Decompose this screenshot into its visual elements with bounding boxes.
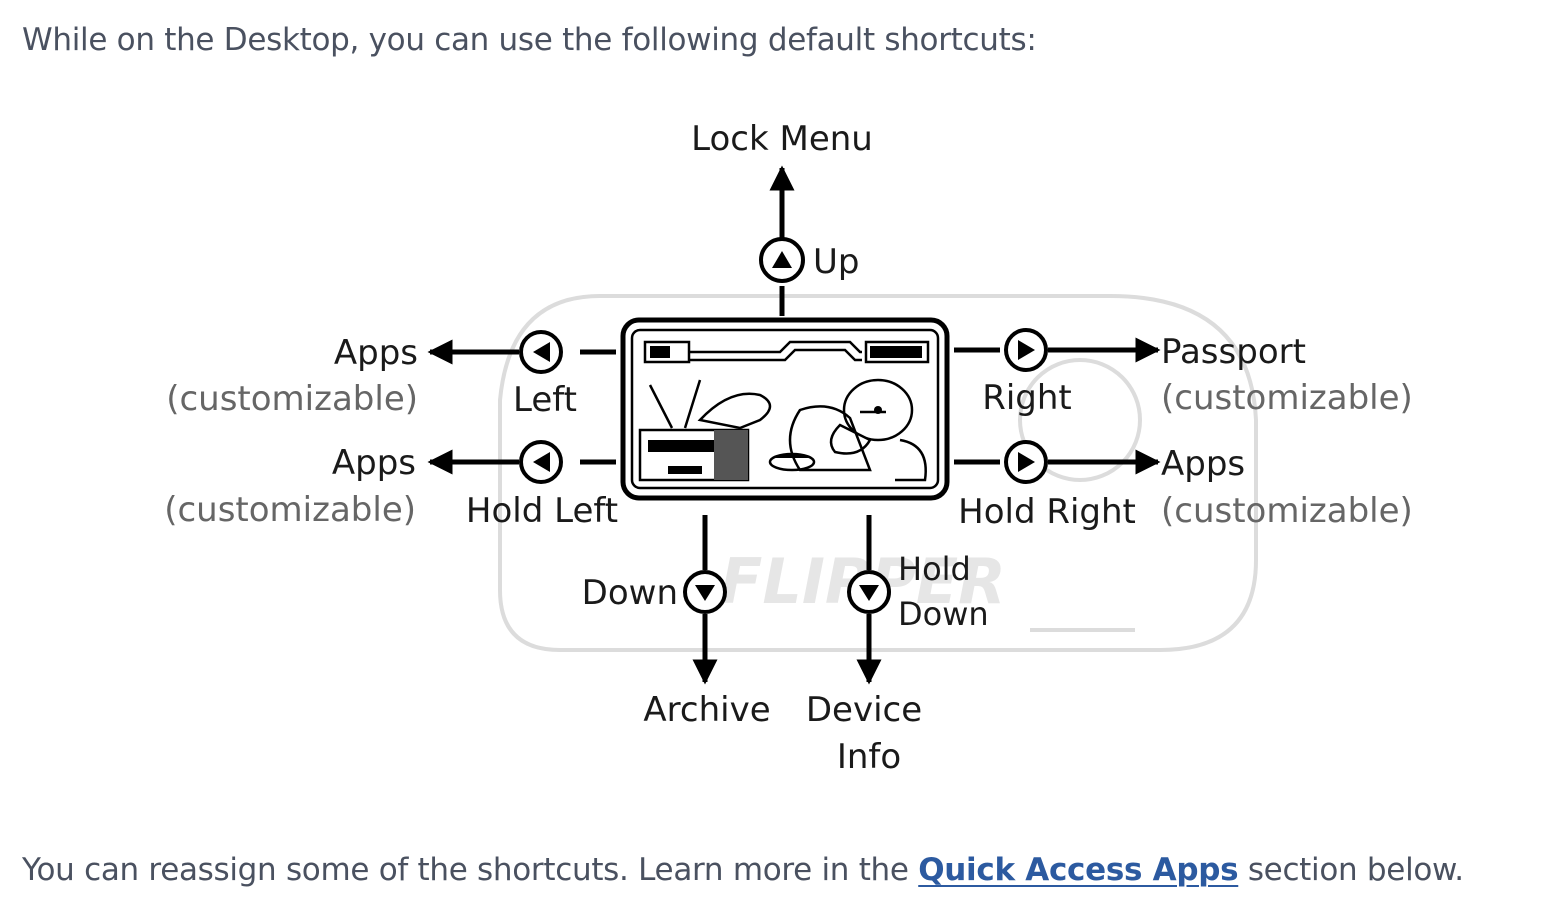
hold-left-label: Hold Left [466,491,618,531]
intro-text: While on the Desktop, you can use the fo… [22,22,1037,58]
device-info-label-line2: Info [837,737,901,777]
down-label: Down [582,573,678,613]
lock-menu-label: Lock Menu [691,119,873,159]
outro-after: section below. [1238,852,1464,888]
hold-left-action-label: Apps [332,443,416,483]
left-label: Left [513,380,577,420]
up-label: Up [813,242,859,282]
outro-text: You can reassign some of the shortcuts. … [22,852,1464,888]
outro-before: You can reassign some of the shortcuts. … [22,852,919,888]
hold-down-shortcut: Hold Down Device Info [806,515,989,777]
right-label: Right [982,378,1072,418]
down-shortcut: Down Archive [582,515,771,730]
quick-access-apps-link[interactable]: Quick Access Apps [918,852,1239,888]
right-shortcut: Right Passport (customizable) [954,328,1413,418]
hold-right-shortcut: Hold Right Apps (customizable) [954,440,1413,532]
left-customizable-note: (customizable) [166,379,418,419]
archive-label: Archive [643,690,770,730]
left-action-label: Apps [334,333,418,373]
right-customizable-note: (customizable) [1161,378,1413,418]
device-screen [620,317,950,501]
hold-right-label: Hold Right [958,492,1136,532]
hold-down-label-line1: Hold [898,550,971,588]
right-action-label: Passport [1161,332,1306,372]
hold-left-customizable-note: (customizable) [164,490,416,530]
up-shortcut: Up Lock Menu [691,119,873,316]
left-shortcut: Left Apps (customizable) [166,330,616,420]
hold-down-label-line2: Down [898,595,989,633]
hold-right-action-label: Apps [1161,444,1245,484]
hold-right-customizable-note: (customizable) [1161,491,1413,531]
device-info-label-line1: Device [806,690,922,730]
hold-left-shortcut: Hold Left Apps (customizable) [164,440,618,531]
